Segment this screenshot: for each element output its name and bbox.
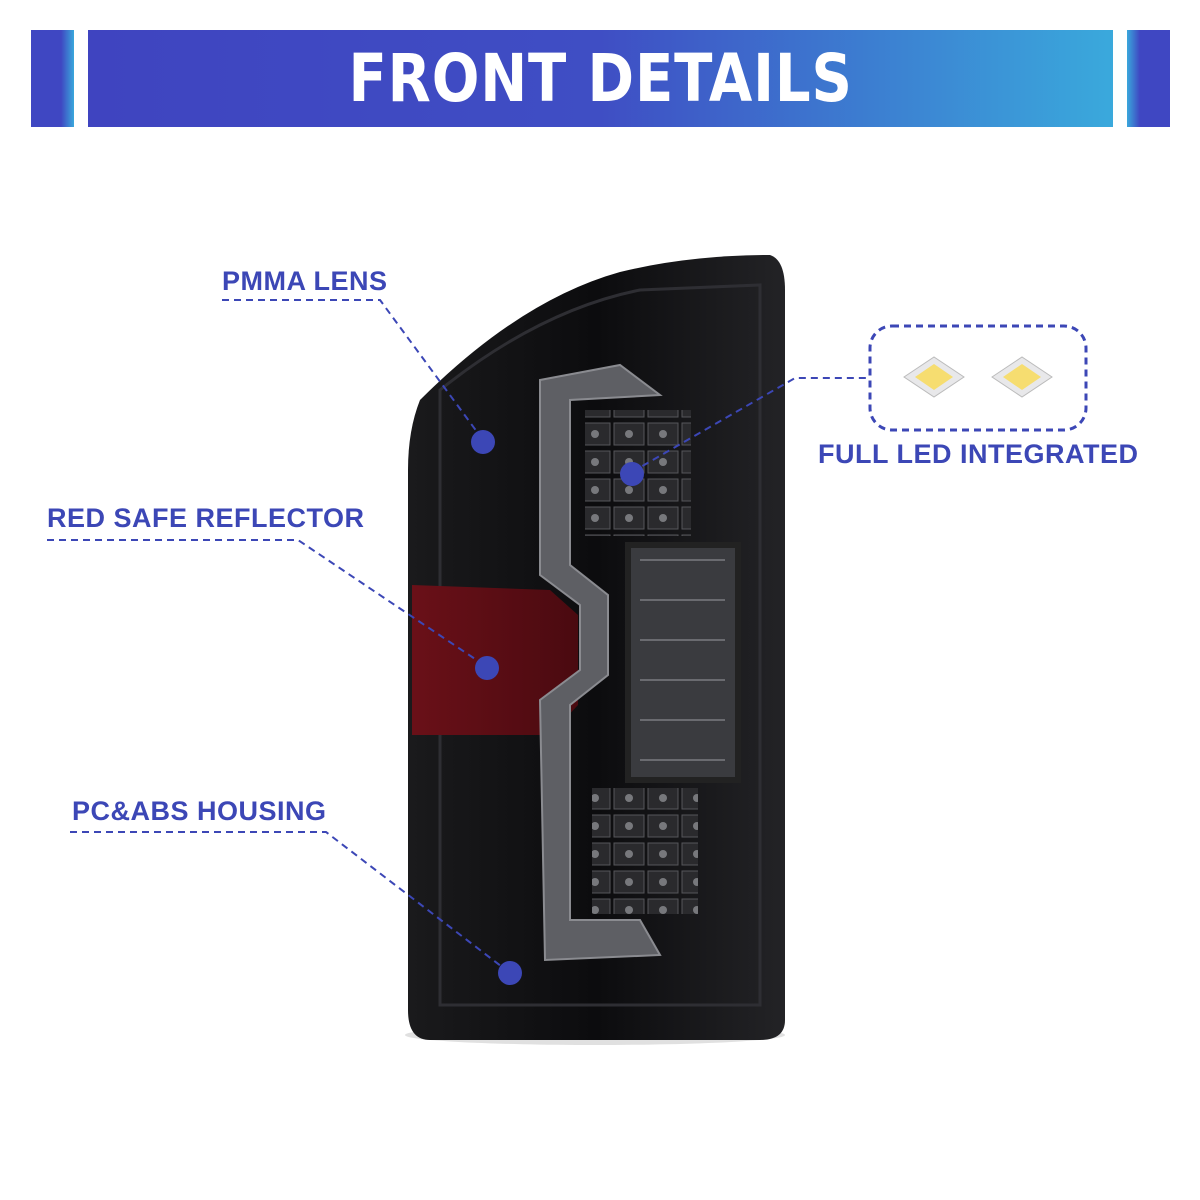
pmma-lens-marker bbox=[471, 430, 495, 454]
callout-pmma-lens: PMMA LENS bbox=[222, 266, 388, 296]
callout-full-led-integrated: FULL LED INTEGRATED bbox=[818, 439, 1139, 469]
callout-red-safe-reflector: RED SAFE REFLECTOR bbox=[47, 503, 365, 533]
light-guide-bar bbox=[538, 363, 663, 962]
header-accent-right bbox=[1127, 30, 1170, 127]
led-marker bbox=[620, 462, 644, 486]
callout-pc-abs-housing: PC&ABS HOUSING bbox=[72, 796, 327, 826]
reverse-light bbox=[625, 542, 741, 783]
reflector-marker bbox=[475, 656, 499, 680]
led-chip-icon bbox=[991, 356, 1053, 398]
housing-marker bbox=[498, 961, 522, 985]
led-chip-icon bbox=[903, 356, 965, 398]
leader-lines bbox=[47, 299, 1088, 974]
header-banner: FRONT DETAILS bbox=[88, 30, 1113, 127]
led-module-lower bbox=[592, 788, 698, 914]
header-accent-left bbox=[31, 30, 74, 127]
page-title: FRONT DETAILS bbox=[348, 40, 853, 117]
tail-lamp-lens-edge bbox=[438, 283, 762, 1007]
